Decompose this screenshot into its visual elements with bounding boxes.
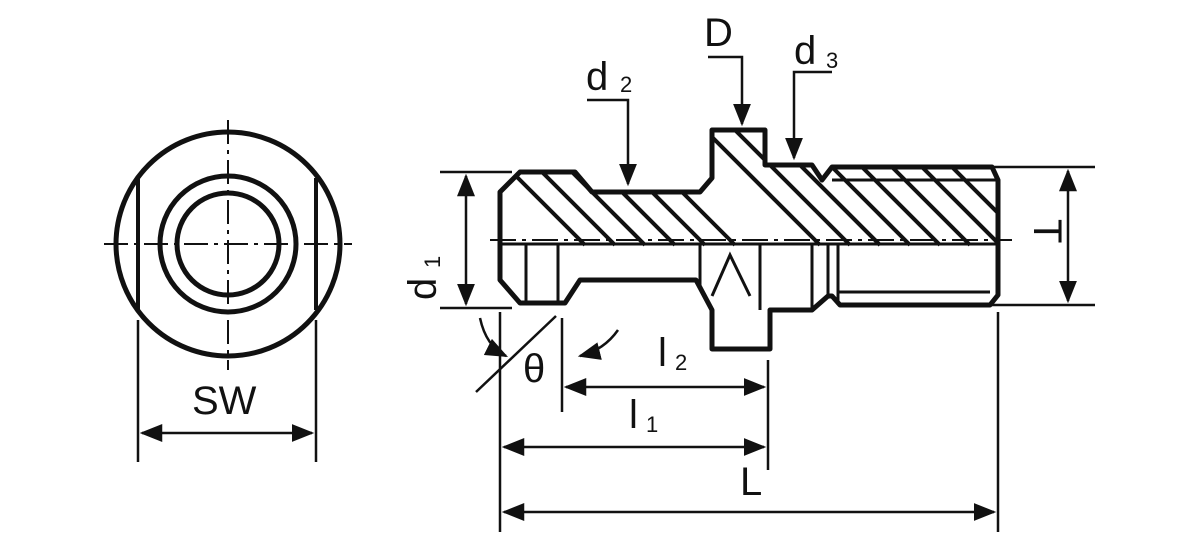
l2-label-subscript: 2 [675, 350, 687, 375]
d3-leader [785, 70, 832, 161]
d-label: D [704, 11, 733, 55]
d-leader [708, 55, 751, 127]
l1-label-subscript: 1 [646, 412, 658, 437]
theta-slant-line [475, 315, 557, 393]
l-label: L [740, 460, 762, 504]
d1-label: d [401, 278, 445, 300]
section-hatching [503, 130, 998, 247]
d1-label-subscript: 1 [420, 256, 445, 268]
sw-label: SW [192, 379, 257, 423]
d2-label: d [586, 55, 608, 99]
theta-label: θ [523, 347, 545, 391]
theta-arc-right [577, 329, 620, 360]
side-view [440, 55, 1095, 532]
theta-arc-left [478, 317, 509, 358]
d2-leader [587, 98, 637, 187]
t-label: T [1025, 219, 1069, 243]
d2-label-subscript: 2 [620, 72, 632, 97]
end-view [104, 120, 352, 462]
l1-label: l [629, 393, 638, 437]
stud-outline [497, 127, 1001, 352]
d3-label-subscript: 3 [826, 48, 838, 73]
d3-label: d [794, 29, 816, 73]
flange-chamfer-v [710, 251, 752, 297]
l2-label: l [658, 331, 667, 375]
